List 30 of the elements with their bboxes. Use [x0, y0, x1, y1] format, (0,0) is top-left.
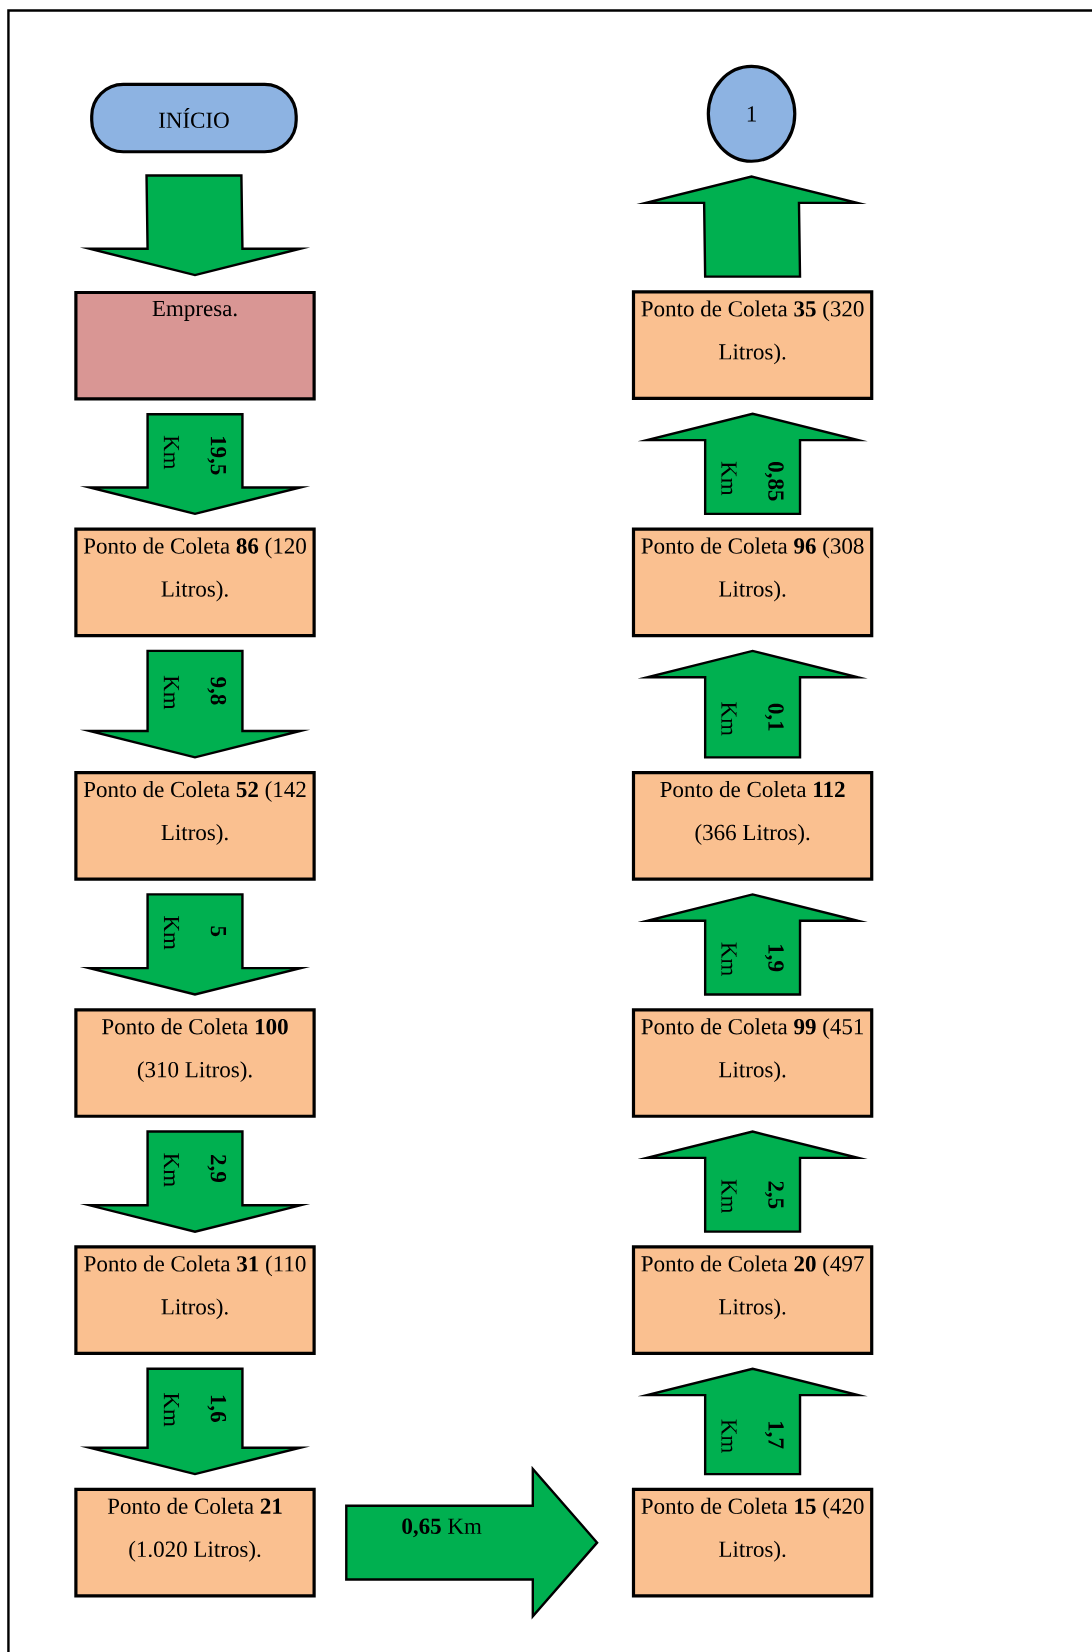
edge-label: 1,7 Km	[721, 1419, 784, 1453]
process-box: Ponto de Coleta 21 (1.020 Litros).	[74, 1487, 316, 1598]
edge-label: 0,65 Km	[402, 1518, 482, 1538]
process-box: Empresa.	[74, 290, 316, 401]
edge-label: 1,9 Km	[721, 942, 784, 976]
edge-label: 9,8 Km	[163, 675, 227, 710]
process-box: Ponto de Coleta 35 (320 Litros).	[631, 290, 874, 401]
edge-label: 1,6 Km	[163, 1393, 227, 1427]
edge-label: 0,85 Km	[721, 461, 784, 501]
block-arrow	[637, 893, 868, 996]
process-box: Ponto de Coleta 112 (366 Litros).	[631, 771, 874, 881]
process-box: Ponto de Coleta 86 (120 Litros).	[74, 527, 316, 638]
process-box: Ponto de Coleta 15 (420 Litros).	[631, 1487, 874, 1598]
edge-label: 0,1 Km	[721, 702, 784, 736]
edge-label: 19,5 Km	[163, 435, 227, 475]
edge-label: 2,9 Km	[163, 1153, 227, 1187]
block-arrow	[637, 412, 868, 516]
process-box: Ponto de Coleta 96 (308 Litros).	[631, 527, 874, 638]
block-arrow	[345, 1465, 599, 1620]
edge-label: 2,5 Km	[721, 1179, 784, 1214]
block-arrow	[637, 1367, 868, 1476]
start-terminal: INÍCIO	[90, 82, 298, 154]
block-arrow	[637, 1130, 868, 1233]
edge-label: 5 Km	[163, 916, 227, 950]
block-arrow	[636, 175, 867, 278]
process-box: Ponto de Coleta 31 (110 Litros).	[74, 1245, 316, 1355]
process-box: Ponto de Coleta 52 (142 Litros).	[74, 771, 316, 881]
process-box: Ponto de Coleta 99 (451 Litros).	[631, 1008, 874, 1118]
process-box: Ponto de Coleta 20 (497 Litros).	[631, 1245, 874, 1355]
process-box: Ponto de Coleta 100 (310 Litros).	[74, 1008, 316, 1118]
